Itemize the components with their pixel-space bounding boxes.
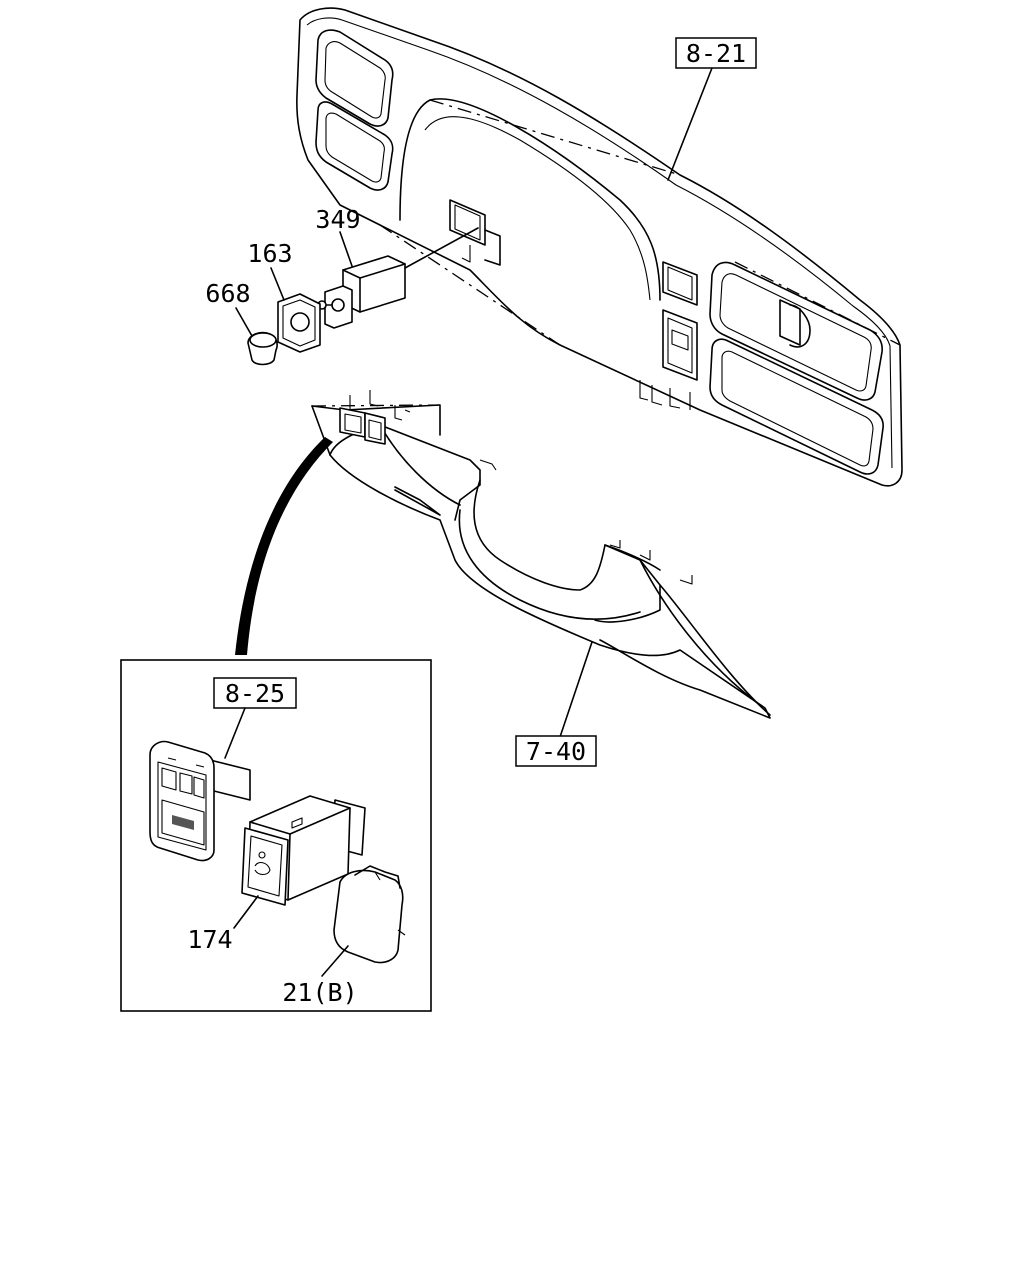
part-label-174: 174 — [187, 925, 232, 954]
part-label-349: 349 — [315, 205, 360, 234]
leader-7-40 — [559, 641, 593, 738]
ref-box-8-21 — [675, 37, 757, 69]
switch-8-25 — [149, 740, 251, 862]
ref-label-8-21: 8-21 — [686, 39, 746, 68]
ref-box-7-40 — [515, 735, 597, 767]
instrument-panel — [296, 7, 903, 487]
part-label-21b: 21(B) — [282, 978, 357, 1007]
leader-668 — [235, 307, 253, 337]
part-349-switch — [317, 227, 479, 329]
part-163-bezel — [277, 293, 321, 353]
part-668-knob — [247, 331, 278, 366]
switch-174 — [241, 795, 366, 906]
ref-box-8-25 — [213, 677, 297, 709]
part-label-668: 668 — [205, 279, 250, 308]
detail-frame — [120, 659, 432, 1012]
part-label-163: 163 — [247, 239, 292, 268]
leader-21b — [321, 945, 349, 977]
leader-349 — [339, 231, 353, 267]
leader-163 — [270, 267, 285, 301]
leader-8-21 — [667, 67, 713, 181]
ref-label-8-25: 8-25 — [225, 679, 285, 708]
ref-label-7-40: 7-40 — [526, 737, 586, 766]
cover-21b — [333, 865, 406, 964]
leader-174 — [233, 895, 259, 929]
detail-callout-arrow — [235, 437, 333, 655]
lower-panel — [311, 390, 771, 719]
leader-8-25 — [224, 707, 246, 759]
